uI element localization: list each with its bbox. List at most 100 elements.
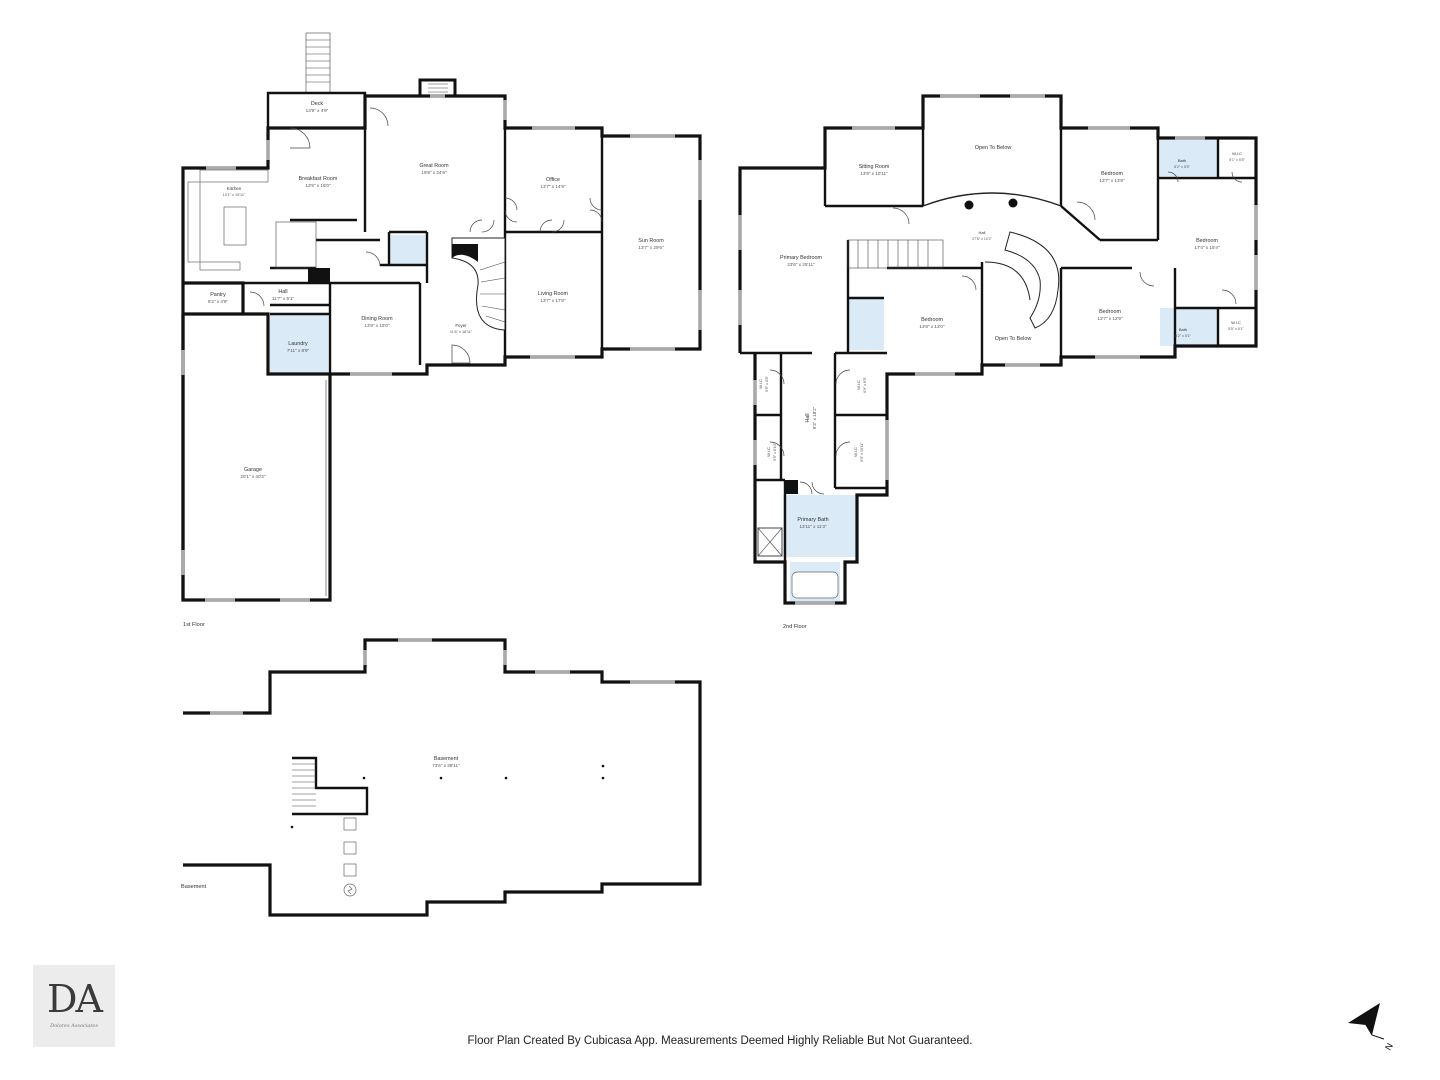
- upper-curved-stair: [1004, 231, 1060, 329]
- first-floor-labels: Deck 13'6" x 4'9" Breakfast Room 13'5" x…: [183, 101, 664, 628]
- room-name: Hall: [979, 230, 986, 235]
- bath-se-fill: [1160, 308, 1218, 346]
- room-name: W.I.C: [758, 379, 763, 389]
- room-dim: 5'5" x 8'8": [765, 375, 769, 391]
- kitchen-island: [223, 206, 247, 246]
- basement-windows: [210, 638, 675, 715]
- room-dim: 8'2" x 5'1": [1175, 334, 1191, 338]
- room-name: Open To Below: [995, 336, 1032, 342]
- company-logo: DA Dolores Associates: [33, 965, 115, 1047]
- room-dim: 6'9" x 10'11": [860, 442, 864, 462]
- room-name: W.I.C: [856, 380, 861, 390]
- room-dim: 13'7" x 17'8": [540, 298, 566, 303]
- upper-hall-stair: [847, 239, 944, 269]
- half-bath-fill: [389, 235, 427, 265]
- room-name: Kitchen: [227, 186, 242, 191]
- room-name: Hall: [278, 289, 287, 295]
- room-dim: 27'6" x 10'2": [972, 237, 992, 241]
- upper-stair-treads: [857, 240, 929, 268]
- deck-stair-treads: [306, 39, 330, 83]
- room-name: W.I.C: [1232, 151, 1242, 156]
- bath-ne-fill: [1160, 140, 1218, 176]
- room-name: W.I.C: [853, 447, 858, 457]
- utility-box: [343, 817, 357, 831]
- room-name: W.I.C: [766, 447, 771, 457]
- room-dim: 6'9" x 8'9": [863, 376, 867, 392]
- room-name: Laundry: [288, 341, 308, 347]
- stair-dark: [452, 244, 478, 262]
- kitchen-counter-low: [199, 261, 241, 271]
- shower: [757, 527, 783, 557]
- room-name: W.I.C: [1231, 320, 1241, 325]
- deck-stair: [305, 32, 331, 94]
- room-dim: 13'1" x 15'11": [223, 193, 246, 197]
- garage-wall: [181, 314, 332, 602]
- first-floor-exterior-wall: [181, 94, 702, 600]
- room-name: Breakfast Room: [299, 176, 338, 182]
- electric-mark: [347, 885, 353, 895]
- disclaimer-footer: Floor Plan Created By Cubicasa App. Meas…: [467, 1035, 973, 1047]
- room-dim: 23'6" x 25'11": [787, 262, 815, 267]
- room-dim: 19'8" x 24'6": [421, 170, 447, 175]
- room-name: Bath: [1179, 327, 1187, 332]
- room-name: Living Room: [538, 291, 568, 297]
- room-name: Hall: [805, 413, 811, 422]
- room-name: Office: [546, 177, 560, 183]
- curved-stair-treads: [479, 261, 506, 323]
- basement-posts: [290, 764, 605, 829]
- room-name: Primary Bedroom: [780, 255, 822, 261]
- room-name: Foyer: [455, 323, 467, 328]
- room-dim: 13'8" x 15'0": [364, 323, 390, 328]
- floor-label-first: 1st Floor: [183, 622, 205, 628]
- room-dim: 13'7" x 14'9": [540, 184, 566, 189]
- room-dim: 8'2" x 5'5": [1174, 165, 1190, 169]
- fireplace-hatch: [428, 83, 448, 93]
- room-name: Bath: [1178, 158, 1186, 163]
- first-floor-doors: [249, 107, 603, 364]
- floor-label-second: 2nd Floor: [783, 624, 807, 630]
- first-floor-windows: [181, 94, 702, 602]
- room-name: Deck: [311, 101, 324, 107]
- column: [964, 200, 974, 210]
- bathtub: [791, 571, 839, 599]
- room-dim: 5'1" x 5'5": [1229, 158, 1245, 162]
- room-name: Dining Room: [361, 316, 393, 322]
- utility-box: [343, 841, 357, 855]
- room-dim: 5'5" x 5'1": [1228, 327, 1244, 331]
- kitchen-counter-side: [187, 181, 201, 263]
- room-name: Great Room: [419, 163, 449, 169]
- hall-stair: [275, 221, 317, 269]
- room-name: Bedroom: [1101, 171, 1123, 177]
- room-name: Garage: [244, 467, 262, 473]
- stair-rail: [984, 261, 1031, 301]
- first-floor: Deck 13'6" x 4'9" Breakfast Room 13'5" x…: [181, 32, 702, 628]
- hall-stair-block: [308, 268, 330, 283]
- room-name: Primary Bath: [797, 517, 828, 523]
- room-name: Bedroom: [1196, 238, 1218, 244]
- room-dim: 73'6" x 38'11": [432, 763, 460, 768]
- primary-bath-fill: [783, 495, 857, 557]
- room-name: Sun Room: [638, 238, 664, 244]
- room-name: Bedroom: [1099, 309, 1121, 315]
- compass-letter: N: [1383, 1041, 1395, 1052]
- basement-floor: Basement 73'6" x 38'11" Basement: [181, 638, 702, 917]
- kitchen-counter: [199, 169, 269, 183]
- room-dim: 11'7" x 5'1": [272, 296, 295, 301]
- room-name: Open To Below: [975, 145, 1012, 151]
- basement-stair-treads: [292, 763, 316, 807]
- room-dim: 13'9" x 10'11": [860, 171, 888, 176]
- room-dim: 13'5" x 16'0": [305, 183, 331, 188]
- column: [1008, 198, 1018, 208]
- basement-stair-wall: [292, 756, 369, 816]
- room-name: Basement: [434, 756, 459, 762]
- open-to-below-rail: [922, 192, 1062, 207]
- utility-box: [343, 863, 357, 877]
- pillar: [786, 480, 798, 494]
- second-floor-doors: [769, 171, 1243, 495]
- room-dim: 20'1" x 40'2": [240, 474, 266, 479]
- north-compass-icon: N: [1348, 1003, 1395, 1052]
- second-floor-labels: Sitting Room 13'9" x 10'11" Open To Belo…: [758, 145, 1246, 630]
- room-dim: 13'7" x 29'6": [638, 245, 664, 250]
- room-dim: 13'11" x 11'3": [799, 524, 826, 529]
